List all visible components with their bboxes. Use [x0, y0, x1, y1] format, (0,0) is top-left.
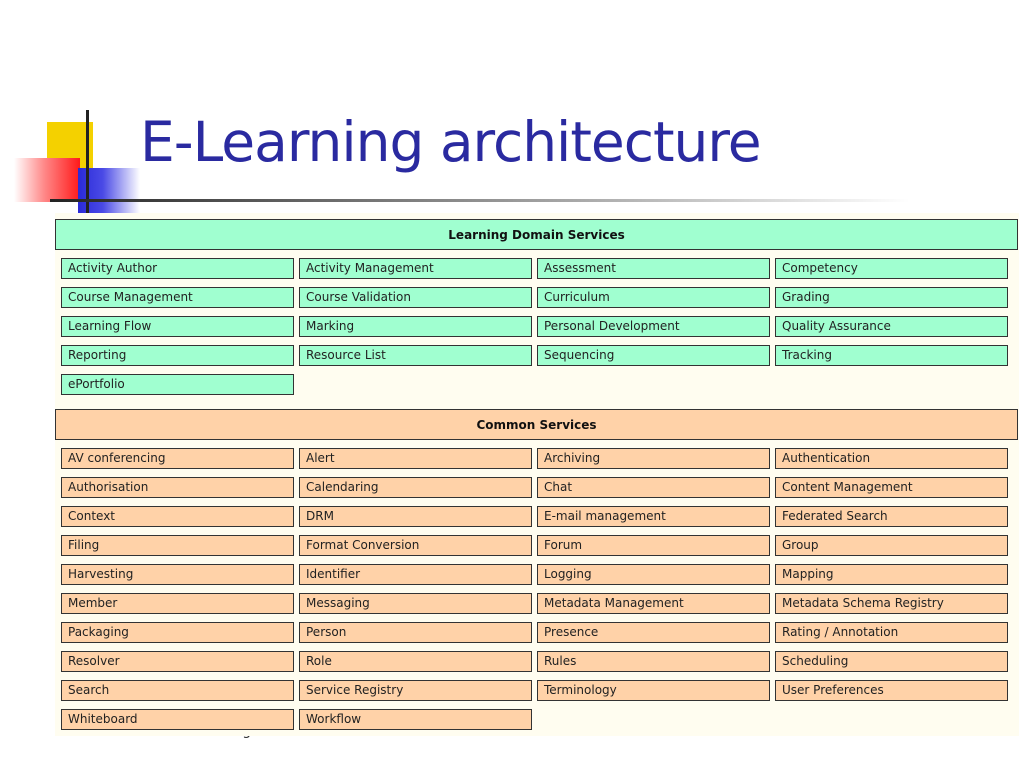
service-box: Messaging: [299, 593, 532, 614]
learning-domain-header: Learning Domain Services: [55, 219, 1018, 250]
service-box: Quality Assurance: [775, 316, 1008, 337]
service-box: Authentication: [775, 448, 1008, 469]
service-box: Tracking: [775, 345, 1008, 366]
service-box: AV conferencing: [61, 448, 294, 469]
service-box: Rating / Annotation: [775, 622, 1008, 643]
service-box: Logging: [537, 564, 770, 585]
service-box: Personal Development: [537, 316, 770, 337]
service-box: Marking: [299, 316, 532, 337]
service-box: Mapping: [775, 564, 1008, 585]
logo-red-square: [14, 158, 80, 202]
service-box: Calendaring: [299, 477, 532, 498]
service-box: Alert: [299, 448, 532, 469]
service-box: Archiving: [537, 448, 770, 469]
service-box: Format Conversion: [299, 535, 532, 556]
service-box: Rules: [537, 651, 770, 672]
service-box: Grading: [775, 287, 1008, 308]
service-box: Activity Author: [61, 258, 294, 279]
service-box: Assessment: [537, 258, 770, 279]
title-underline: [50, 199, 910, 202]
service-box: Group: [775, 535, 1008, 556]
service-box: Curriculum: [537, 287, 770, 308]
service-box: ePortfolio: [61, 374, 294, 395]
service-box: Person: [299, 622, 532, 643]
service-box: Authorisation: [61, 477, 294, 498]
service-box: Search: [61, 680, 294, 701]
service-box: Course Management: [61, 287, 294, 308]
service-box: Resolver: [61, 651, 294, 672]
service-box: Learning Flow: [61, 316, 294, 337]
service-box: Course Validation: [299, 287, 532, 308]
common-services-header: Common Services: [55, 409, 1018, 440]
service-box: Forum: [537, 535, 770, 556]
service-box: Terminology: [537, 680, 770, 701]
service-box: Reporting: [61, 345, 294, 366]
architecture-diagram: Learning Domain Services Activity Author…: [55, 213, 1019, 736]
service-box: Role: [299, 651, 532, 672]
service-box: Sequencing: [537, 345, 770, 366]
service-box: Harvesting: [61, 564, 294, 585]
service-box: User Preferences: [775, 680, 1008, 701]
service-box: Filing: [61, 535, 294, 556]
slide-title: E-Learning architecture: [140, 110, 762, 174]
service-box: DRM: [299, 506, 532, 527]
service-box: Chat: [537, 477, 770, 498]
service-box: Packaging: [61, 622, 294, 643]
service-box: Service Registry: [299, 680, 532, 701]
service-box: Identifier: [299, 564, 532, 585]
logo-vertical-line: [86, 110, 89, 214]
service-box: Metadata Management: [537, 593, 770, 614]
service-box: E-mail management: [537, 506, 770, 527]
service-box: Competency: [775, 258, 1008, 279]
service-box: Activity Management: [299, 258, 532, 279]
service-box: Presence: [537, 622, 770, 643]
service-box: Resource List: [299, 345, 532, 366]
service-box: Federated Search: [775, 506, 1008, 527]
service-box: Metadata Schema Registry: [775, 593, 1008, 614]
service-box: Scheduling: [775, 651, 1008, 672]
service-box: Content Management: [775, 477, 1008, 498]
service-box: Workflow: [299, 709, 532, 730]
service-box: Whiteboard: [61, 709, 294, 730]
service-box: Member: [61, 593, 294, 614]
service-box: Context: [61, 506, 294, 527]
